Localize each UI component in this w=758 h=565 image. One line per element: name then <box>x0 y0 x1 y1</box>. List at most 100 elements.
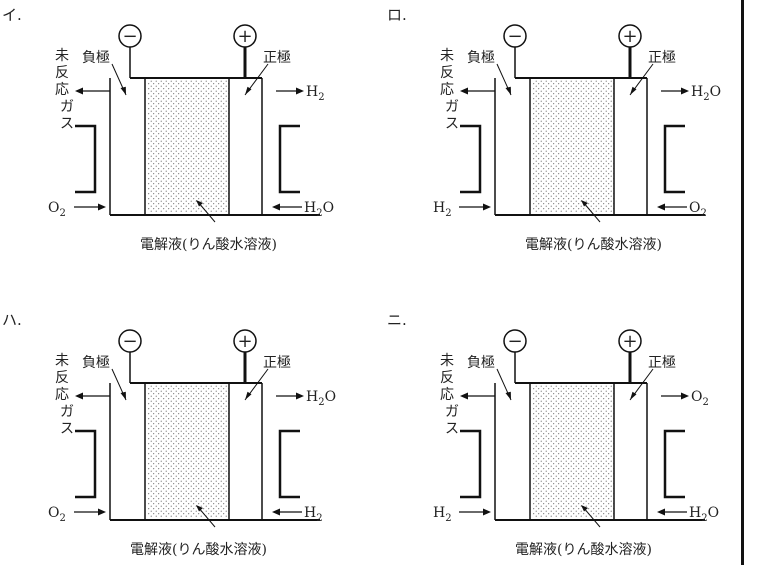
svg-text:反: 反 <box>55 65 69 81</box>
electrolyte-label: 電解液(りん酸水溶液) <box>140 237 277 253</box>
svg-text:未: 未 <box>440 353 454 369</box>
svg-text:+: + <box>237 331 252 352</box>
right-inlet-species: H2O <box>304 200 334 219</box>
unreacted-gas-label: 未 反 応 ガ ス <box>55 48 74 132</box>
right-gas-duct <box>278 124 300 194</box>
svg-text:−: − <box>507 331 522 352</box>
negative-electrode-label: 負極 <box>467 50 495 66</box>
left-inlet-arrow <box>483 203 491 211</box>
left-outlet-arrow <box>460 87 468 95</box>
electrolyte-region <box>532 385 614 518</box>
right-outlet-arrow <box>296 392 304 400</box>
panel-ni: ニ. − + 負極 正極 未 反 応 ガ ス H2 <box>387 311 719 558</box>
positive-electrode-label: 正極 <box>263 355 291 371</box>
left-inlet-arrow <box>483 508 491 516</box>
left-gas-duct <box>75 429 97 499</box>
svg-text:応: 応 <box>440 82 454 98</box>
panel-ha: ハ. − + 負極 正極 未 反 応 ガ ス O2 <box>2 311 336 558</box>
panel-i: イ. − + 負極 正極 未 反 応 ガ ス O2 <box>2 6 334 253</box>
panel-ro: ロ. − + 負極 正極 未 反 応 ガ ス H2 <box>387 6 721 253</box>
right-outlet-species: H2O <box>306 389 336 408</box>
negative-electrode-label: 負極 <box>82 355 110 371</box>
left-outlet-arrow <box>75 392 83 400</box>
positive-terminal-icon <box>233 329 257 353</box>
left-outlet-arrow <box>460 392 468 400</box>
right-gas-duct <box>663 124 685 194</box>
svg-text:ス: ス <box>445 421 459 437</box>
svg-text:−: − <box>122 331 137 352</box>
svg-text:未: 未 <box>440 48 454 64</box>
svg-text:−: − <box>507 26 522 47</box>
svg-text:応: 応 <box>55 82 69 98</box>
left-inlet-species: O2 <box>48 200 66 219</box>
electrolyte-label: 電解液(りん酸水溶液) <box>130 542 267 558</box>
right-inlet-species: H2O <box>689 505 719 524</box>
right-outlet-arrow <box>681 87 689 95</box>
svg-text:ス: ス <box>60 421 74 437</box>
svg-text:応: 応 <box>55 387 69 403</box>
svg-text:反: 反 <box>55 370 69 386</box>
svg-text:ガ: ガ <box>60 99 74 115</box>
electrolyte-label: 電解液(りん酸水溶液) <box>515 542 652 558</box>
svg-text:ガ: ガ <box>60 404 74 420</box>
right-gas-duct <box>278 429 300 499</box>
left-inlet-species: O2 <box>48 505 66 524</box>
svg-text:−: − <box>122 26 137 47</box>
electrolyte-region <box>147 80 229 213</box>
svg-text:+: + <box>622 26 637 47</box>
negative-electrode-label: 負極 <box>467 355 495 371</box>
unreacted-gas-label: 未 反 応 ガ ス <box>440 48 459 132</box>
left-inlet-arrow <box>98 203 106 211</box>
positive-terminal-icon <box>233 24 257 48</box>
svg-text:未: 未 <box>55 48 69 64</box>
negative-terminal-icon <box>118 329 142 353</box>
positive-electrode-label: 正極 <box>648 50 676 66</box>
svg-text:未: 未 <box>55 353 69 369</box>
positive-electrode-label: 正極 <box>648 355 676 371</box>
right-outlet-arrow <box>681 392 689 400</box>
left-gas-duct <box>75 124 97 194</box>
left-gas-duct <box>460 124 482 194</box>
svg-text:+: + <box>237 26 252 47</box>
negative-terminal-icon <box>118 24 142 48</box>
right-outlet-species: H2O <box>691 84 721 103</box>
option-label: ロ. <box>387 6 407 24</box>
left-gas-duct <box>460 429 482 499</box>
svg-text:ガ: ガ <box>445 99 459 115</box>
positive-terminal-icon <box>618 24 642 48</box>
svg-text:ス: ス <box>60 116 74 132</box>
negative-terminal-icon <box>503 329 527 353</box>
right-outlet-species: O2 <box>691 389 709 408</box>
positive-terminal-icon <box>618 329 642 353</box>
negative-electrode-label: 負極 <box>82 50 110 66</box>
svg-text:反: 反 <box>440 65 454 81</box>
right-inlet-arrow <box>272 203 280 211</box>
option-label: イ. <box>2 6 22 24</box>
positive-electrode-label: 正極 <box>263 50 291 66</box>
right-outlet-species: H2 <box>306 84 325 103</box>
right-gas-duct <box>663 429 685 499</box>
negative-terminal-icon <box>503 24 527 48</box>
electrolyte-region <box>147 385 229 518</box>
right-inlet-species: H2 <box>304 505 323 524</box>
right-outlet-arrow <box>296 87 304 95</box>
unreacted-gas-label: 未 反 応 ガ ス <box>440 353 459 437</box>
svg-text:ガ: ガ <box>445 404 459 420</box>
svg-text:+: + <box>622 331 637 352</box>
right-inlet-arrow <box>657 508 665 516</box>
right-inlet-arrow <box>657 203 665 211</box>
left-inlet-species: H2 <box>433 505 452 524</box>
left-outlet-arrow <box>75 87 83 95</box>
svg-text:応: 応 <box>440 387 454 403</box>
option-label: ハ. <box>2 311 22 329</box>
svg-text:反: 反 <box>440 370 454 386</box>
page-border-line <box>741 0 744 565</box>
electrolyte-region <box>532 80 614 213</box>
unreacted-gas-label: 未 反 応 ガ ス <box>55 353 74 437</box>
right-inlet-species: O2 <box>689 200 707 219</box>
right-inlet-arrow <box>272 508 280 516</box>
electrolyte-label: 電解液(りん酸水溶液) <box>525 237 662 253</box>
option-label: ニ. <box>387 311 407 329</box>
left-inlet-arrow <box>98 508 106 516</box>
